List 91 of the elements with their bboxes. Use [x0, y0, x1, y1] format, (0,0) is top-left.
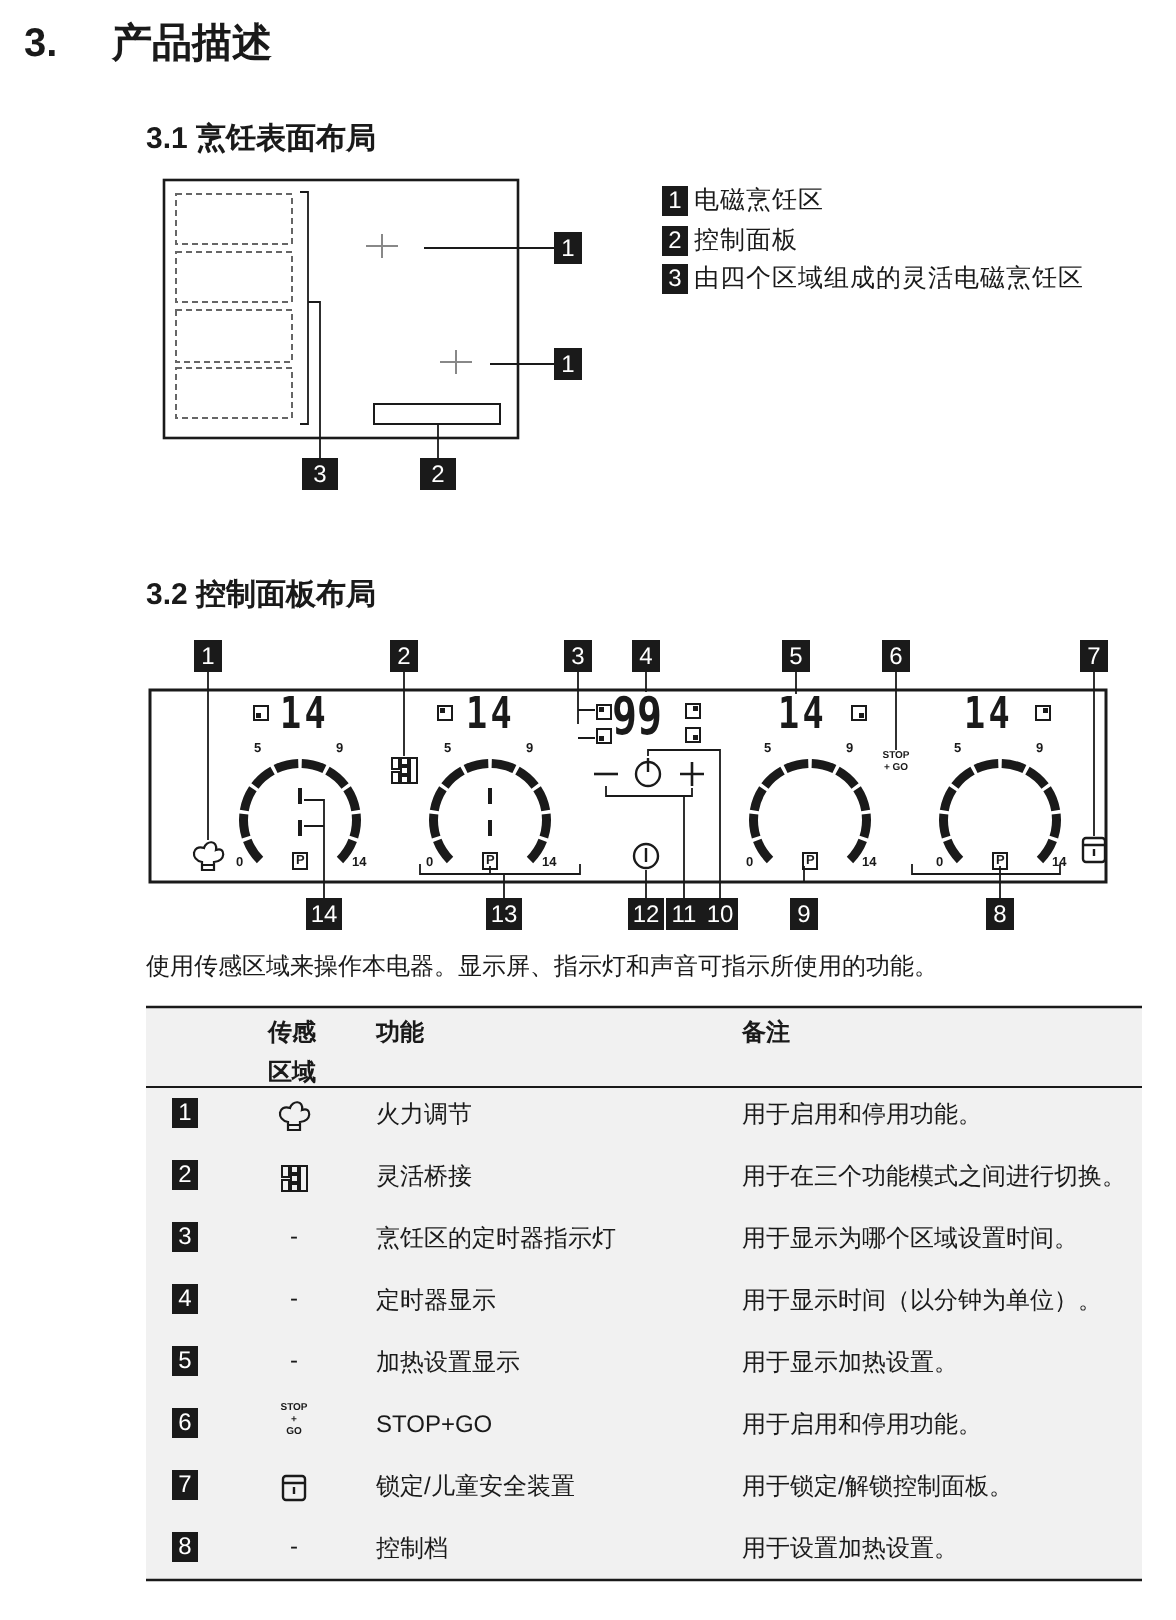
table-text: 火力调节: [376, 1102, 472, 1126]
table-text: 控制档: [376, 1536, 448, 1560]
chef-hat-icon: [190, 840, 226, 874]
callout-number: 4: [632, 640, 660, 672]
legend-text: 由四个区域组成的灵活电磁烹饪区: [694, 266, 1084, 291]
callout-number: 1: [172, 1098, 198, 1128]
leader-line: [795, 671, 797, 695]
leader-line: [895, 671, 897, 751]
callout-number: 3: [564, 640, 592, 672]
table-text: 用于显示时间（以分钟为单位）。: [742, 1288, 1102, 1312]
callout-number: 2: [662, 226, 688, 256]
level-indicator-mark: [296, 786, 304, 838]
dial-scale: [936, 756, 1064, 866]
table-text: 用于在三个功能模式之间进行切换。: [742, 1164, 1126, 1188]
callout-number: 1: [554, 232, 582, 264]
dial-scale: [426, 756, 554, 866]
subsection-heading: 3.1 烹饪表面布局: [146, 124, 377, 154]
leader-line: [577, 671, 596, 739]
table-text: -: [290, 1224, 298, 1248]
description-text: 使用传感区域来操作本电器。显示屏、指示灯和声音可指示所使用的功能。: [146, 954, 938, 978]
callout-number: 1: [662, 186, 688, 216]
leader-line: [303, 799, 325, 899]
callout-number: 6: [172, 1408, 198, 1438]
callout-number: 7: [1080, 640, 1108, 672]
lock-icon: [1082, 836, 1106, 862]
table-text: 烹饪区的定时器指示灯: [376, 1226, 616, 1250]
table-text: 灵活桥接: [376, 1164, 472, 1188]
callout-number: 6: [882, 640, 910, 672]
callout-number: 10: [702, 898, 738, 930]
leader-line: [299, 191, 321, 459]
column-header: 备注: [742, 1016, 790, 1050]
dial-scale: [746, 756, 874, 866]
leader-line: [489, 363, 555, 365]
timer-icon: [634, 756, 662, 788]
legend-text: 电磁烹饪区: [694, 188, 824, 213]
table-text: 加热设置显示: [376, 1350, 520, 1374]
table-text: 用于启用和停用功能。: [742, 1102, 982, 1126]
table-text: -: [290, 1534, 298, 1558]
callout-number: 5: [782, 640, 810, 672]
heat-setting-display: 14: [280, 694, 329, 738]
callout-number: 5: [172, 1346, 198, 1376]
leader-line: [403, 671, 405, 757]
leader-line: [645, 671, 647, 693]
flex-bridge-icon: [390, 756, 418, 784]
leader-line: [647, 749, 721, 899]
heat-setting-display: 14: [466, 694, 515, 738]
leader-line: [423, 247, 555, 249]
callout-number: 4: [172, 1284, 198, 1314]
callout-number: 11: [666, 898, 702, 930]
legend-text: 控制面板: [694, 228, 798, 253]
leader-line: [1093, 671, 1095, 837]
subsection-heading: 3.2 控制面板布局: [146, 580, 377, 610]
callout-number: 3: [302, 458, 338, 490]
callout-number: 2: [390, 640, 418, 672]
callout-number: 3: [172, 1222, 198, 1252]
callout-number: 2: [420, 458, 456, 490]
table-text: 用于锁定/解锁控制面板。: [742, 1474, 1013, 1498]
leader-line: [207, 671, 209, 841]
leader-line: [605, 785, 693, 899]
leader-line: [911, 863, 1061, 899]
table-text: -: [290, 1286, 298, 1310]
leader-line: [645, 869, 647, 899]
table-text: 用于显示加热设置。: [742, 1350, 958, 1374]
heat-setting-display: 14: [778, 694, 827, 738]
heat-setting-display: 14: [964, 694, 1013, 738]
callout-number: 8: [172, 1532, 198, 1562]
table-text: 用于设置加热设置。: [742, 1536, 958, 1560]
callout-number: 12: [628, 898, 664, 930]
column-header: 功能: [376, 1016, 424, 1050]
timer-display: 99: [612, 692, 663, 744]
callout-number: 2: [172, 1160, 198, 1190]
callout-number: 3: [662, 264, 688, 294]
callout-number: 1: [554, 348, 582, 380]
table-text: -: [290, 1348, 298, 1372]
callout-number: 9: [790, 898, 818, 930]
callout-number: 8: [986, 898, 1014, 930]
table-text: 用于启用和停用功能。: [742, 1412, 982, 1436]
power-icon: [632, 842, 660, 870]
table-text: 锁定/儿童安全装置: [376, 1474, 575, 1498]
table-text: STOP+GO: [376, 1412, 493, 1436]
leader-line: [437, 423, 439, 459]
indicator-square-icon: [595, 703, 611, 743]
callout-number: 13: [486, 898, 522, 930]
callout-number: 7: [172, 1470, 198, 1500]
section-heading: 3. 产品描述: [24, 24, 273, 64]
leader-line: [419, 863, 581, 899]
table-text: 定时器显示: [376, 1288, 496, 1312]
table-text: 用于显示为哪个区域设置时间。: [742, 1226, 1078, 1250]
callout-number: 1: [194, 640, 222, 672]
callout-number: 14: [306, 898, 342, 930]
column-header: 传感区域: [268, 1016, 318, 1090]
